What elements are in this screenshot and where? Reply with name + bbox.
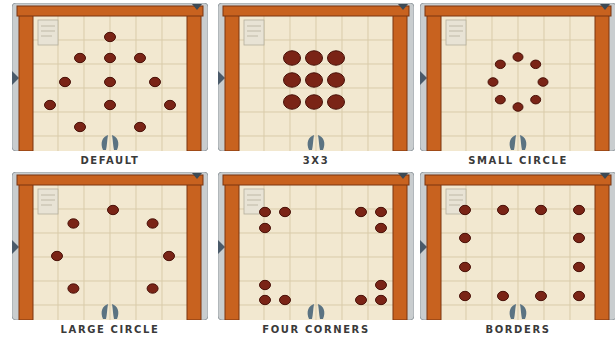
target-dot bbox=[60, 77, 71, 86]
target-dot bbox=[306, 51, 323, 65]
target-dot bbox=[460, 262, 471, 271]
target-dot bbox=[498, 291, 509, 300]
target-dot bbox=[260, 280, 271, 289]
target-dot bbox=[531, 60, 541, 68]
target-dot bbox=[147, 219, 158, 228]
target-dot bbox=[460, 205, 471, 214]
target-dot bbox=[495, 95, 505, 104]
target-dot bbox=[135, 122, 146, 131]
dot-pattern bbox=[488, 53, 548, 112]
target-dot bbox=[150, 77, 161, 86]
dot-pattern bbox=[284, 51, 345, 109]
target-dot bbox=[147, 284, 158, 293]
target-dot bbox=[513, 103, 523, 112]
target-dot bbox=[495, 60, 505, 68]
target-dot bbox=[460, 233, 471, 242]
target-dot bbox=[328, 95, 345, 109]
target-dot bbox=[164, 251, 175, 260]
layout-panel: FOUR CORNERS bbox=[218, 172, 414, 342]
target-dot bbox=[488, 78, 498, 87]
panel-label: SMALL CIRCLE bbox=[420, 155, 615, 166]
target-dot bbox=[75, 53, 86, 62]
target-dot bbox=[356, 207, 367, 216]
target-dot bbox=[376, 207, 387, 216]
layout-panel: LARGE CIRCLE bbox=[12, 172, 208, 342]
target-dot bbox=[356, 295, 367, 304]
target-dot bbox=[536, 291, 547, 300]
target-dot bbox=[165, 100, 176, 109]
target-dot bbox=[284, 73, 301, 87]
target-dot bbox=[105, 53, 116, 62]
panel-label: DEFAULT bbox=[12, 155, 208, 166]
target-dot bbox=[376, 295, 387, 304]
panel-label: FOUR CORNERS bbox=[218, 324, 414, 335]
target-dot bbox=[135, 53, 146, 62]
dot-pattern bbox=[460, 205, 585, 300]
target-dot bbox=[284, 95, 301, 109]
target-dot bbox=[376, 280, 387, 289]
target-dot bbox=[260, 295, 271, 304]
target-dot bbox=[574, 262, 585, 271]
panel-label: LARGE CIRCLE bbox=[12, 324, 208, 335]
target-dot bbox=[280, 207, 291, 216]
target-dot bbox=[105, 77, 116, 86]
target-dot bbox=[68, 219, 79, 228]
target-dot bbox=[68, 284, 79, 293]
target-dot bbox=[538, 78, 548, 87]
target-dot bbox=[306, 95, 323, 109]
layout-panel: DEFAULT bbox=[12, 3, 208, 173]
target-dot bbox=[105, 32, 116, 41]
target-dot bbox=[280, 295, 291, 304]
dot-pattern bbox=[52, 205, 175, 293]
target-dot bbox=[328, 73, 345, 87]
target-dot bbox=[108, 205, 119, 214]
panel-label: 3X3 bbox=[218, 155, 414, 166]
target-dot bbox=[376, 223, 387, 232]
target-dot bbox=[574, 205, 585, 214]
target-dot bbox=[536, 205, 547, 214]
target-dot bbox=[45, 100, 56, 109]
target-dot bbox=[260, 207, 271, 216]
dot-pattern bbox=[45, 32, 176, 131]
target-dot bbox=[306, 73, 323, 87]
layout-panel: SMALL CIRCLE bbox=[420, 3, 615, 173]
target-dot bbox=[52, 251, 63, 260]
target-dot bbox=[75, 122, 86, 131]
target-dot bbox=[513, 53, 523, 62]
target-dot bbox=[105, 100, 116, 109]
target-dot bbox=[574, 233, 585, 242]
target-dot bbox=[284, 51, 301, 65]
target-dot bbox=[574, 291, 585, 300]
target-dot bbox=[498, 205, 509, 214]
target-dot bbox=[260, 223, 271, 232]
layout-panel: BORDERS bbox=[420, 172, 615, 342]
dot-pattern bbox=[260, 207, 387, 304]
panel-label: BORDERS bbox=[420, 324, 615, 335]
target-dot bbox=[460, 291, 471, 300]
layout-panel: 3X3 bbox=[218, 3, 414, 173]
target-dot bbox=[531, 95, 541, 104]
target-dot bbox=[328, 51, 345, 65]
